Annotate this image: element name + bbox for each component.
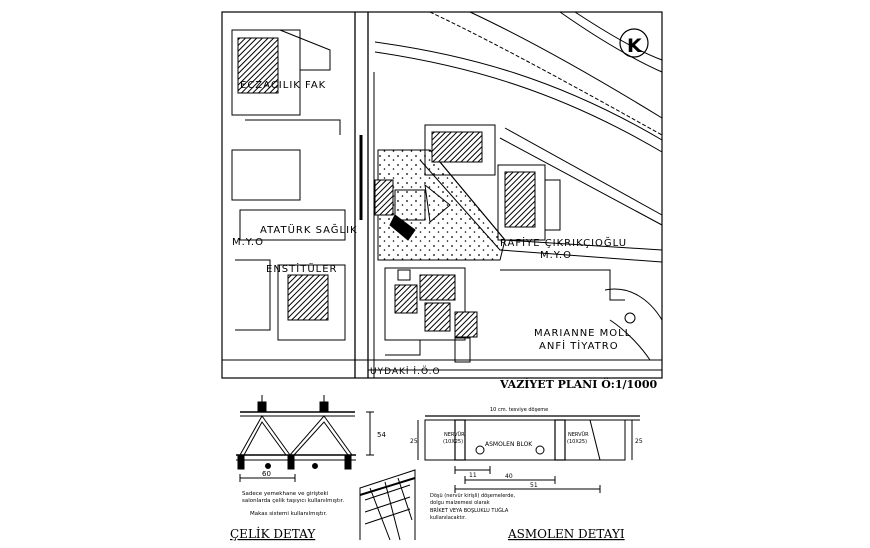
asmolen-dim-gap1: 11 xyxy=(469,472,477,479)
asmolen-detail xyxy=(417,415,640,493)
celik-notes: Sadece yemekhane ve girişteki salonlarda… xyxy=(242,491,344,517)
site-labels: ECZACILIK FAK ATATÜRK SAĞLIK M.Y.O ENSTİ… xyxy=(232,80,631,377)
plan-frame xyxy=(221,11,663,379)
celik-perspective xyxy=(359,469,416,541)
label-enstituler: ENSTİTÜLER xyxy=(266,262,337,275)
landscape-area xyxy=(377,149,506,261)
label-myo-right: M.Y.O xyxy=(540,250,572,261)
asmolen-dim-total: 51 xyxy=(530,482,538,489)
asmolen-dim-right: 25 xyxy=(635,438,643,445)
curved-road xyxy=(374,41,663,141)
celik-detail xyxy=(236,395,374,482)
celik-dim-width: 60 xyxy=(262,470,271,478)
label-anfi: ANFİ TİYATRO xyxy=(539,339,619,352)
site-plan: K xyxy=(221,11,663,379)
celik-note-1: Sadece yemekhane ve girişteki xyxy=(242,491,329,497)
asmolen-labels: 10 cm. tesviye döşeme ASMOLEN BLOK NERVÜ… xyxy=(410,407,643,521)
asmolen-top-note: 10 cm. tesviye döşeme xyxy=(490,407,548,413)
label-rafiye: RAFİYE ÇIKRIKÇIOĞLU xyxy=(500,236,627,249)
label-fak: ECZACILIK FAK xyxy=(240,80,326,91)
plan-title: VAZİYET PLANI Ö:1/1000 xyxy=(499,377,657,391)
building-rafiye xyxy=(504,171,536,228)
label-myo-left: M.Y.O xyxy=(232,237,264,248)
asmolen-rib-right-2: (10X25) xyxy=(567,439,587,445)
asmolen-dim-gap2: 40 xyxy=(505,473,513,480)
label-marianne: MARIANNE MOLL xyxy=(534,328,631,339)
asmolen-rib-right-1: NERVÜR xyxy=(568,431,589,438)
building-upper-middle xyxy=(431,131,483,163)
celik-note-3: Makas sistemi kullanılmıştır. xyxy=(250,511,327,517)
asmolen-rib-right xyxy=(554,419,566,461)
building-lower-1 xyxy=(394,284,418,314)
building-enstituler xyxy=(287,274,329,321)
asmolen-note-3: BRİKET VEYA BOŞLUKLU TUĞLA xyxy=(430,507,509,514)
asmolen-note-4: kullanılacaktır. xyxy=(430,515,466,521)
label-uydaki: UYDAKİ İ.Ö.O xyxy=(370,366,441,377)
asmolen-note-1: Döşü (nervür kirişli) döşemelerde, xyxy=(430,493,515,499)
north-arrow: K xyxy=(619,28,649,58)
label-ataturk: ATATÜRK SAĞLIK xyxy=(260,223,358,236)
celik-note-2: salonlarda çelik taşıyıcı kullanılmıştır… xyxy=(242,498,344,504)
building-top-left xyxy=(237,37,279,94)
north-letter: K xyxy=(627,35,643,57)
asmolen-rib-left-2: (10X25) xyxy=(443,439,463,445)
building-central-1 xyxy=(374,179,394,216)
asmolen-title: ASMOLEN DETAYI xyxy=(507,527,625,541)
asmolen-dim-left: 25 xyxy=(410,438,418,445)
celik-dim-height: 54 xyxy=(377,431,386,439)
asmolen-note-2: dolgu malzemesi olarak xyxy=(430,500,490,506)
celik-title: ÇELİK DETAY xyxy=(230,526,316,541)
asmolen-block-label: ASMOLEN BLOK xyxy=(485,441,533,448)
asmolen-rib-left-1: NERVÜR xyxy=(444,431,465,438)
